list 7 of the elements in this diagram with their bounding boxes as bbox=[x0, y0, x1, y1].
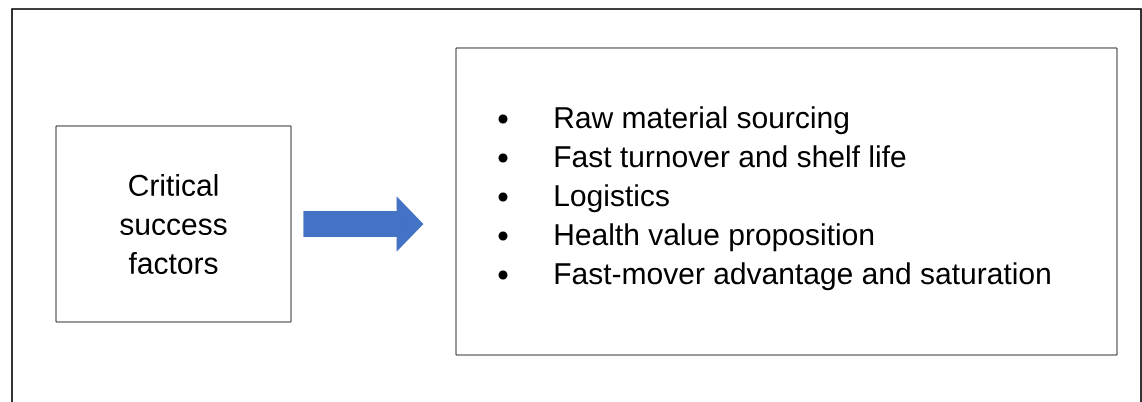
list-item: Fast turnover and shelf life bbox=[555, 145, 906, 168]
list-item: Logistics bbox=[555, 184, 669, 213]
text-box: Critical success factors bbox=[55, 125, 292, 323]
list-item: Raw material sourcing bbox=[555, 106, 848, 135]
list-item: Health value proposition bbox=[555, 223, 874, 252]
list-box bbox=[455, 47, 1118, 356]
list-item: Fast-mover advantage and saturation bbox=[555, 262, 1050, 291]
